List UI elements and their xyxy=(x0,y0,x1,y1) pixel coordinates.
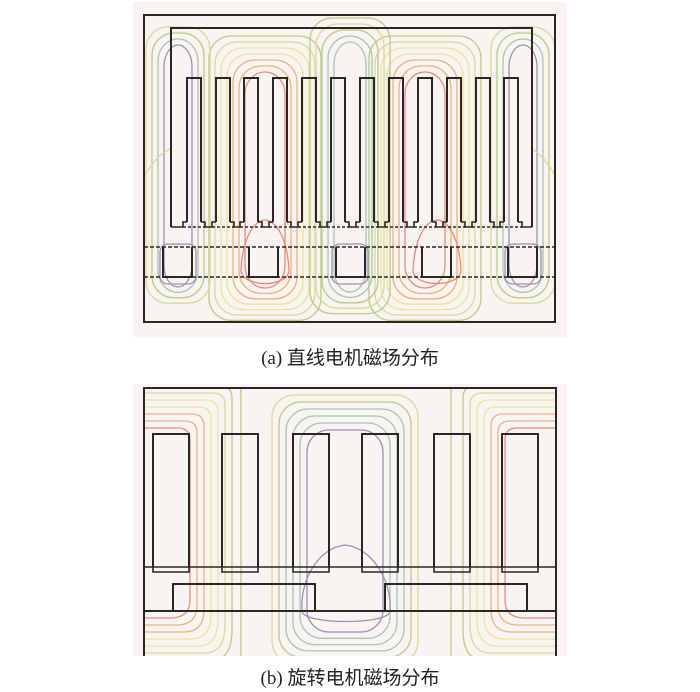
field-line xyxy=(240,219,290,285)
field-line xyxy=(462,389,473,656)
stator-slot xyxy=(186,77,202,222)
stator-slot xyxy=(446,77,462,222)
stator-slot xyxy=(301,77,317,222)
stator-slot xyxy=(215,77,231,222)
outer-frame-b xyxy=(143,387,557,656)
field-line xyxy=(321,29,379,304)
field-line xyxy=(386,53,464,305)
field-line xyxy=(208,35,322,321)
field-line xyxy=(145,406,212,640)
field-line xyxy=(327,35,373,299)
field-line xyxy=(508,44,538,288)
stator-slot xyxy=(359,77,375,222)
field-line xyxy=(380,47,470,311)
field-line xyxy=(412,219,462,285)
field-line xyxy=(504,427,555,619)
field-line xyxy=(145,420,198,626)
field-line xyxy=(271,394,419,656)
stator-slot xyxy=(388,77,404,222)
tooth-shoes-b xyxy=(152,567,539,573)
outer-frame xyxy=(143,14,556,323)
field-line xyxy=(222,389,233,656)
stator-tooth xyxy=(433,433,471,567)
field-line xyxy=(159,243,197,285)
rotor-block xyxy=(172,583,316,611)
field-line xyxy=(145,392,226,654)
field-line xyxy=(483,406,555,640)
field-line xyxy=(285,408,405,652)
stator-slot xyxy=(243,77,259,222)
field-line xyxy=(145,399,219,647)
stator-tooth xyxy=(361,433,399,567)
field-line xyxy=(157,38,199,294)
stator-tooth xyxy=(221,433,259,567)
stator-slot xyxy=(417,77,433,222)
stator-tooth xyxy=(152,433,190,567)
field-line xyxy=(163,44,193,288)
mover-block xyxy=(421,247,452,278)
panel-a-linear-motor-field xyxy=(133,2,567,337)
panel-b-rotary-motor-field xyxy=(133,384,567,656)
rotor-block xyxy=(384,583,528,611)
field-line xyxy=(299,422,391,639)
mover-block xyxy=(507,247,538,278)
field-line xyxy=(333,41,367,293)
field-line xyxy=(220,47,310,311)
stator-slot xyxy=(475,77,491,222)
field-line xyxy=(306,429,384,633)
field-line xyxy=(392,59,458,300)
caption-a: (a) 直线电机磁场分布 xyxy=(261,348,439,369)
field-line xyxy=(398,65,452,295)
field-line xyxy=(232,59,298,300)
panel-a-background xyxy=(133,2,567,337)
mover-block xyxy=(162,247,193,278)
field-line xyxy=(278,401,412,656)
field-line xyxy=(490,413,555,633)
stator-outline xyxy=(170,27,533,227)
caption-b: (b) 旋转电机磁场分布 xyxy=(260,668,440,689)
field-line xyxy=(368,35,482,321)
field-line xyxy=(404,71,446,289)
stator-slot xyxy=(503,77,519,222)
stator-slot xyxy=(272,77,288,222)
field-line xyxy=(238,65,292,295)
field-line xyxy=(331,243,369,285)
stator-slot xyxy=(330,77,346,222)
tooth-shoes xyxy=(171,221,532,228)
field-line xyxy=(145,413,205,633)
field-line xyxy=(476,399,555,647)
mover-block xyxy=(248,247,279,278)
stator-tooth xyxy=(501,433,539,567)
mover-block xyxy=(335,247,366,278)
stator-tooth xyxy=(292,433,330,567)
field-line xyxy=(497,420,555,626)
field-line xyxy=(504,243,542,285)
